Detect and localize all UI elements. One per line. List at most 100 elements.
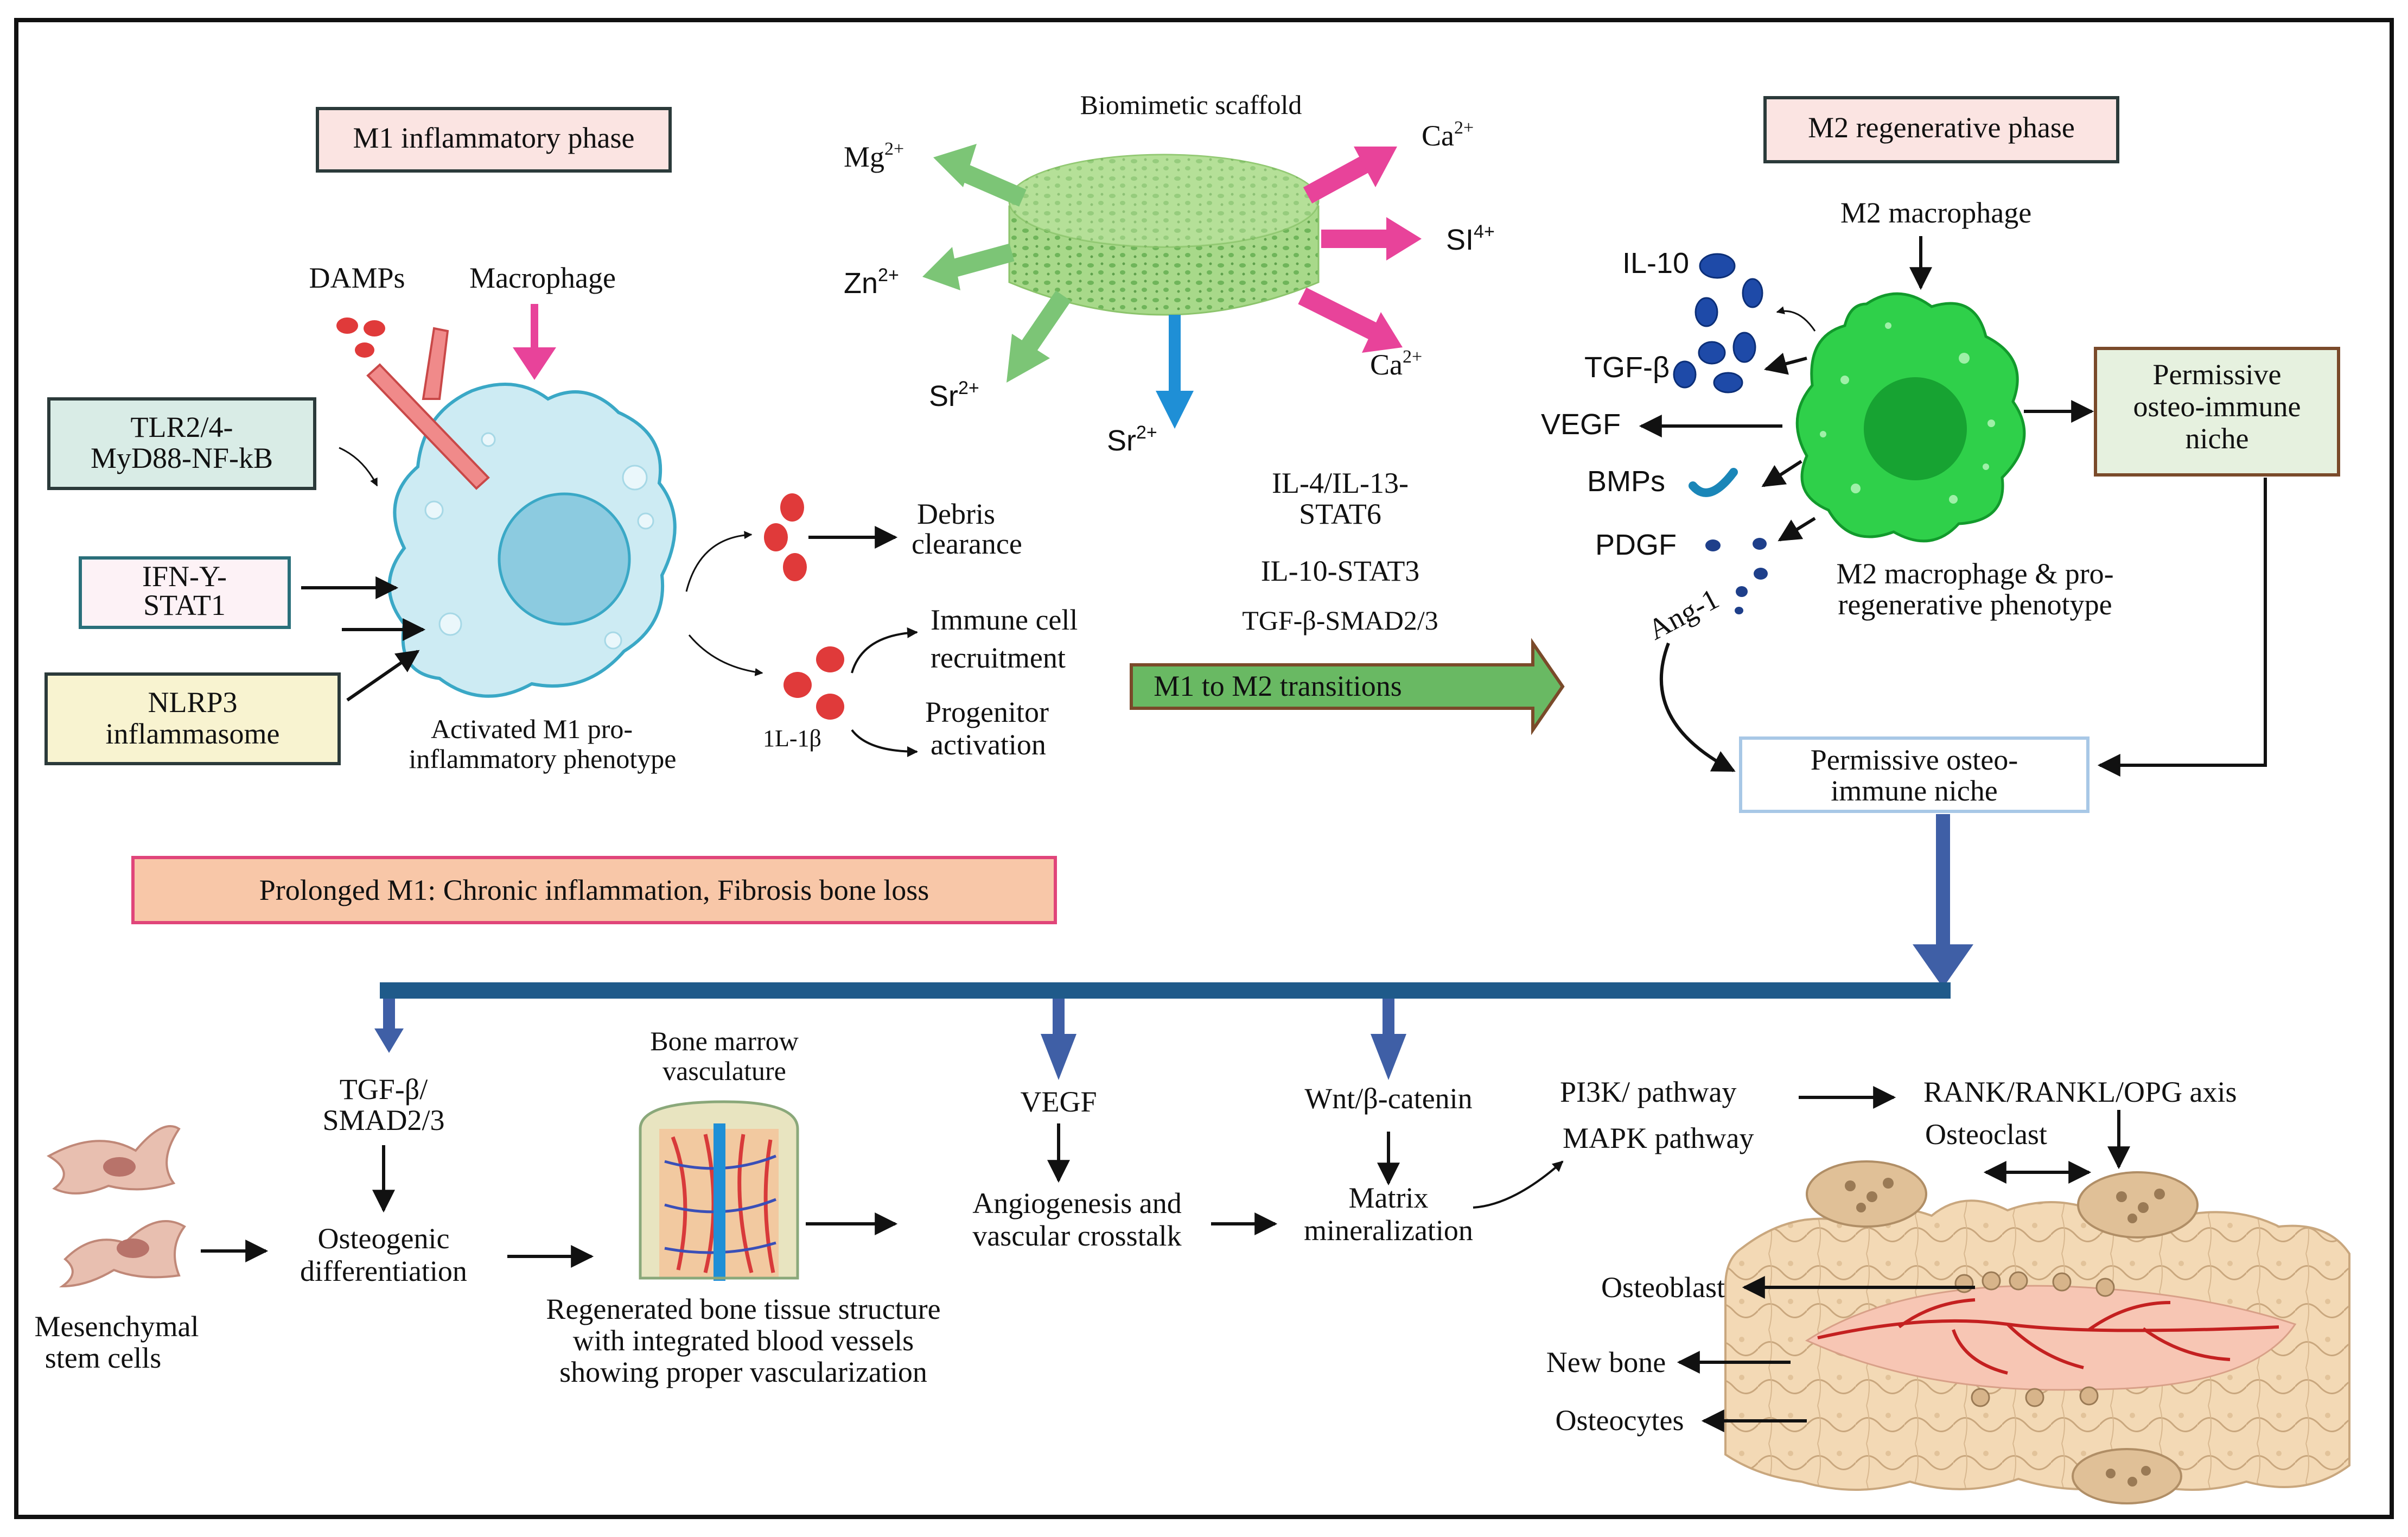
ifn-box — [79, 556, 291, 629]
msc-line2: stem cells — [45, 1342, 161, 1374]
debris-clearance-line1: Debris — [917, 498, 995, 530]
progenitor-line1: Progenitor — [925, 696, 1049, 728]
vegf-label: VEGF — [1541, 408, 1621, 441]
niche-right-line3: niche — [2186, 422, 2249, 455]
bmps-shape — [1689, 468, 1738, 497]
regen-line2: with integrated blood vessels — [573, 1324, 914, 1357]
m1-phase-section: M1 inflammatory phase DAMPs Macrophage — [44, 107, 1078, 924]
scaffold-cylinder — [1008, 154, 1320, 316]
activated-m1-line1: Activated M1 pro- — [431, 714, 633, 744]
transition-section: IL-4/IL-13- STAT6 IL-10-STAT3 TGF-β-SMAD… — [1130, 467, 1565, 735]
angiogenesis-line1: Angiogenesis and — [972, 1187, 1181, 1220]
pdgf-label: PDGF — [1595, 529, 1677, 561]
horizontal-bar — [380, 982, 1951, 999]
new-bone-label: New bone — [1546, 1346, 1666, 1379]
osteoclast-label: Osteoclast — [1925, 1118, 2047, 1151]
tlr-label-line2: MyD88-NF-kB — [91, 442, 273, 474]
osteoblast-label: Osteoblast — [1601, 1271, 1725, 1304]
ion-ca-top: Ca2+ — [1422, 118, 1474, 152]
tgfb-label: TGF-β — [1584, 351, 1670, 384]
il1b-label: 1L-1β — [763, 725, 821, 752]
ion-zn: Zn2+ — [844, 265, 899, 300]
matrix-line2: mineralization — [1304, 1214, 1473, 1247]
m1-to-m2-label: M1 to M2 transitions — [1154, 670, 1402, 702]
il4-il13-line2: STAT6 — [1299, 498, 1381, 530]
prolonged-m1-box — [131, 856, 1057, 924]
bone-marrow-line1: Bone marrow — [650, 1026, 799, 1056]
main-down-arrow — [1913, 944, 1973, 988]
m1-phase-box — [316, 107, 672, 173]
bone-marrow-vasculature-icon — [639, 1100, 799, 1281]
osteogenic-line2: differentiation — [300, 1255, 467, 1287]
macrophage-label: Macrophage — [469, 262, 616, 294]
m2-phase-label: M2 regenerative phase — [1808, 111, 2075, 144]
m2-phase-section: M2 regenerative phase M2 macrophage IL-1… — [1541, 96, 2340, 813]
damps-label: DAMPs — [309, 262, 405, 294]
il4-il13-line1: IL-4/IL-13- — [1272, 467, 1409, 499]
rank-label: RANK/RANKL/OPG axis — [1923, 1076, 2237, 1108]
mapk-label: MAPK pathway — [1563, 1122, 1754, 1154]
il10-particles — [1673, 253, 1763, 393]
progenitor-line2: activation — [931, 728, 1046, 761]
il10-label: IL-10 — [1622, 247, 1689, 280]
ion-ca-bottom: Ca2+ — [1370, 347, 1422, 381]
nlrp3-label-line1: NLRP3 — [148, 686, 237, 719]
macrophage-arrow — [513, 304, 556, 380]
activated-m1-line2: inflammatory phenotype — [409, 744, 677, 774]
outer-frame — [14, 18, 2394, 1519]
tlr-box — [47, 397, 316, 490]
wnt-label: Wnt/β-catenin — [1304, 1082, 1472, 1115]
tgfb-smad-bottom-line1: TGF-β/ — [340, 1073, 428, 1106]
immune-cell-line1: Immune cell — [931, 604, 1078, 636]
ifn-label-line1: IFN-Y- — [142, 560, 227, 593]
m2-phenotype-line1: M2 macrophage & pro- — [1836, 557, 2113, 590]
ang1-label: Ang-1 — [1642, 582, 1724, 646]
prolonged-m1-label: Prolonged M1: Chronic inflammation, Fibr… — [259, 874, 929, 906]
immune-cell-line2: recruitment — [931, 642, 1066, 674]
niche-right-line2: osteo-immune — [2133, 390, 2301, 423]
niche-right-line1: Permissive — [2153, 358, 2282, 391]
niche-box-right — [2094, 347, 2340, 477]
pdgf-particles — [1705, 538, 1768, 614]
m1-phase-label: M1 inflammatory phase — [353, 122, 635, 154]
ion-sr-left: Sr2+ — [929, 378, 979, 412]
scaffold-title: Biomimetic scaffold — [1080, 90, 1302, 120]
damps-particles — [336, 317, 385, 358]
flow-bar-section — [374, 814, 1973, 1080]
ion-si: SI4+ — [1446, 221, 1495, 256]
m2-macrophage-label: M2 macrophage — [1840, 196, 2031, 229]
matrix-line1: Matrix — [1349, 1182, 1429, 1214]
il1b-particles — [783, 646, 844, 720]
m1-to-m2-arrow — [1130, 638, 1565, 735]
scaffold-section: Biomimetic scaffold Mg2+ Zn2+ Sr2+ Sr2+ … — [844, 90, 1495, 457]
m2-phase-box — [1763, 96, 2119, 163]
tgfb-smad-label: TGF-β-SMAD2/3 — [1242, 605, 1438, 636]
regen-line3: showing proper vascularization — [559, 1356, 927, 1388]
osteocytes-label: Osteocytes — [1556, 1404, 1684, 1437]
pi3k-label: PI3K/ pathway — [1560, 1076, 1736, 1108]
receptor-icon — [366, 327, 490, 490]
bone-tissue-illustration — [1724, 1160, 2350, 1504]
angiogenesis-line2: vascular crosstalk — [972, 1220, 1181, 1252]
niche-main-line2: immune niche — [1831, 774, 1997, 807]
ion-sr-bottom: Sr2+ — [1107, 422, 1157, 457]
mesenchymal-stem-cells-icon — [47, 1125, 186, 1288]
nlrp3-label-line2: inflammasome — [106, 717, 280, 750]
vegf-bottom-label: VEGF — [1020, 1085, 1097, 1118]
regen-line1: Regenerated bone tissue structure — [546, 1293, 940, 1325]
debris-particles — [764, 493, 807, 581]
il10-stat3-label: IL-10-STAT3 — [1261, 555, 1420, 587]
debris-clearance-line2: clearance — [912, 528, 1022, 560]
bmps-label: BMPs — [1587, 465, 1665, 498]
niche-main-line1: Permissive osteo- — [1811, 744, 2018, 776]
ion-mg: Mg2+ — [844, 139, 904, 173]
tgfb-smad-bottom-line2: SMAD2/3 — [322, 1104, 444, 1136]
tlr-label-line1: TLR2/4- — [131, 411, 233, 443]
bottom-section: Mesenchymal stem cells TGF-β/ SMAD2/3 Os… — [35, 1026, 2350, 1504]
nlrp3-box — [44, 672, 341, 765]
ifn-label-line2: STAT1 — [143, 589, 226, 621]
m2-phenotype-line2: regenerative phenotype — [1838, 588, 2112, 621]
niche-box-main — [1739, 736, 2090, 813]
bone-marrow-line2: vasculature — [662, 1056, 786, 1086]
